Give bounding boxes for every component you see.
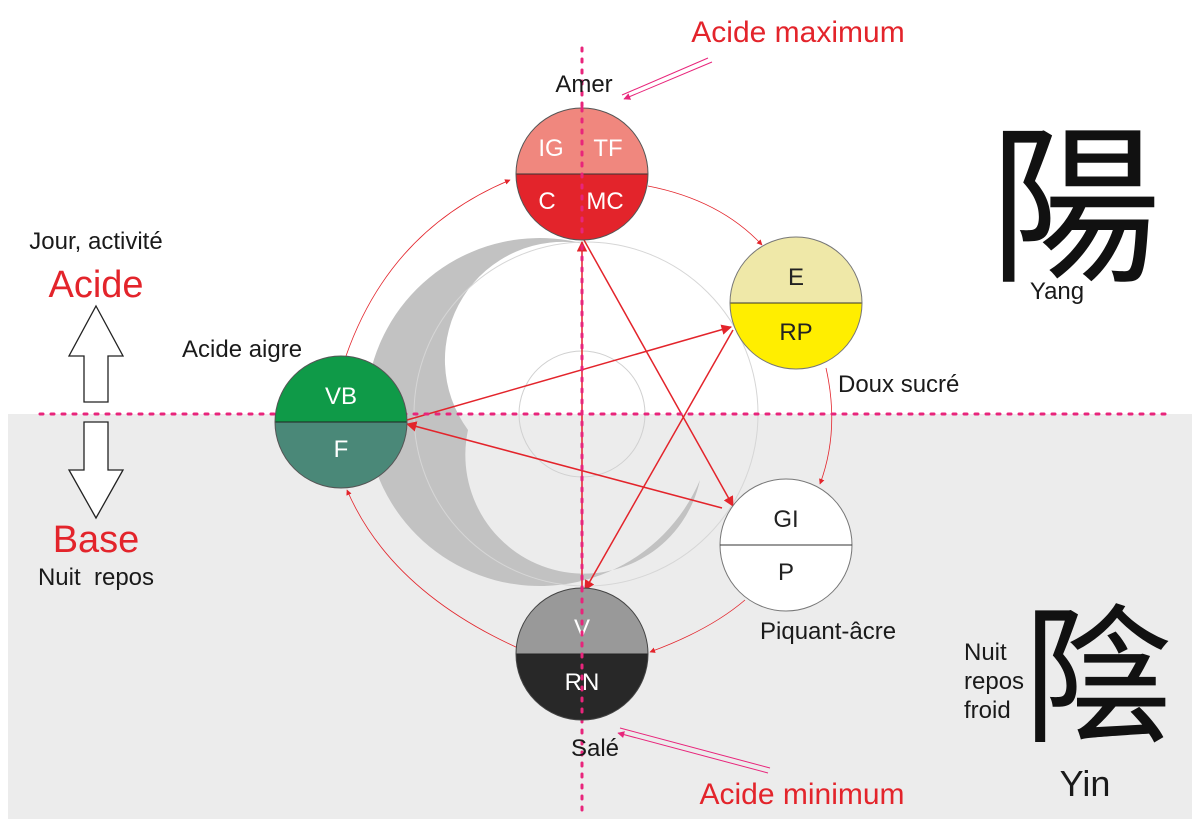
acide-label: Acide bbox=[48, 264, 143, 306]
organ-v: V bbox=[574, 615, 590, 642]
wood-element: VB F bbox=[274, 355, 408, 489]
arrow-earth-to-water bbox=[584, 329, 734, 591]
arrow-fire-to-metal bbox=[583, 239, 734, 507]
yang-glyph: 陽 bbox=[989, 113, 1161, 305]
callout-arrow-top bbox=[621, 57, 713, 100]
day-activity-label: Jour, activité bbox=[29, 228, 162, 255]
organ-e: E bbox=[788, 264, 804, 291]
flavor-sale: Salé bbox=[571, 735, 619, 762]
acide-maximum-label: Acide maximum bbox=[691, 16, 904, 49]
flavor-acide-aigre: Acide aigre bbox=[182, 336, 302, 363]
flavor-doux-sucre: Doux sucré bbox=[838, 371, 959, 398]
controlling-cycle bbox=[405, 239, 734, 591]
organ-gi: GI bbox=[773, 506, 798, 533]
earth-element: E RP bbox=[729, 236, 863, 370]
yang-label: Yang bbox=[1030, 278, 1084, 305]
yin-label: Yin bbox=[1060, 763, 1111, 804]
organ-f: F bbox=[334, 436, 349, 463]
arc-water-to-wood bbox=[346, 489, 519, 649]
base-label: Base bbox=[53, 519, 140, 561]
organ-p: P bbox=[778, 559, 794, 586]
metal-element: GI P bbox=[719, 478, 853, 612]
yin-side-line-3: froid bbox=[964, 697, 1011, 724]
flavor-amer: Amer bbox=[555, 71, 612, 98]
yin-side-line-2: repos bbox=[964, 668, 1024, 695]
arrow-wood-to-earth bbox=[406, 324, 733, 421]
arc-wood-to-fire bbox=[345, 179, 511, 357]
organ-tf: TF bbox=[593, 135, 622, 162]
left-panel: Jour, activité Acide Base Nuit repos bbox=[29, 228, 162, 591]
arc-earth-to-metal bbox=[819, 367, 833, 485]
callout-arrow-bottom bbox=[617, 727, 771, 774]
organ-rn: RN bbox=[565, 669, 600, 696]
yin-glyph: 陰 bbox=[1023, 594, 1173, 762]
organ-rp: RP bbox=[779, 319, 812, 346]
acide-minimum-label: Acide minimum bbox=[699, 778, 904, 811]
generating-cycle bbox=[345, 179, 833, 653]
organ-c: C bbox=[538, 188, 555, 215]
yin-side-line-1: Nuit bbox=[964, 639, 1007, 666]
night-rest-label: Nuit repos bbox=[38, 564, 154, 591]
arrow-metal-to-wood bbox=[405, 421, 723, 509]
arrow-up-icon bbox=[67, 304, 125, 403]
organ-vb: VB bbox=[325, 383, 357, 410]
organ-mc: MC bbox=[586, 188, 623, 215]
organ-ig: IG bbox=[538, 135, 563, 162]
arc-metal-to-water bbox=[649, 599, 746, 653]
flavor-piquant-acre: Piquant-âcre bbox=[760, 618, 896, 645]
arc-fire-to-earth bbox=[647, 185, 763, 246]
arrow-down-icon bbox=[67, 421, 125, 520]
